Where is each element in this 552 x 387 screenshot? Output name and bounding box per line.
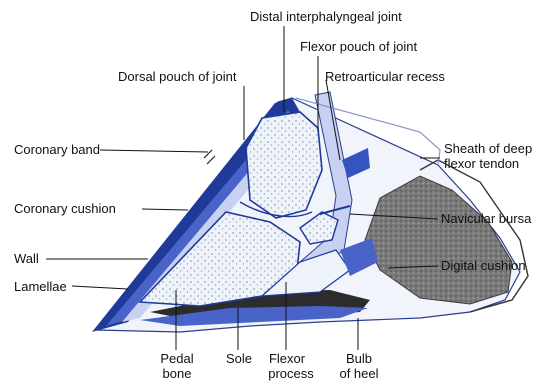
- label-bulb-line1: Bulb: [334, 352, 384, 366]
- label-sole: Sole: [222, 352, 256, 366]
- label-coronary-cushion: Coronary cushion: [14, 202, 116, 216]
- leader-coronary-cushion: [142, 209, 188, 210]
- label-flexor-line2: process: [262, 367, 320, 381]
- label-wall: Wall: [14, 252, 39, 266]
- leader-coronary-band: [100, 150, 208, 152]
- label-dorsal-pouch-of-joint: Dorsal pouch of joint: [118, 70, 237, 84]
- label-sheath-line2: flexor tendon: [444, 157, 519, 171]
- leader-lamellae: [72, 286, 128, 289]
- label-sheath-line1: Sheath of deep: [444, 142, 532, 156]
- label-pedal-line2: bone: [156, 367, 198, 381]
- label-flexor-pouch-of-joint: Flexor pouch of joint: [300, 40, 417, 54]
- label-lamellae: Lamellae: [14, 280, 67, 294]
- label-coronary-band: Coronary band: [14, 143, 100, 157]
- label-retroarticular-recess: Retroarticular recess: [325, 70, 445, 84]
- label-navicular-bursa: Navicular bursa: [441, 212, 531, 226]
- label-digital-cushion: Digital cushion: [441, 259, 526, 273]
- label-flexor-line1: Flexor: [262, 352, 312, 366]
- label-distal-interphalyngeal-joint: Distal interphalyngeal joint: [250, 10, 402, 24]
- label-pedal-line1: Pedal: [156, 352, 198, 366]
- label-bulb-line2: of heel: [330, 367, 388, 381]
